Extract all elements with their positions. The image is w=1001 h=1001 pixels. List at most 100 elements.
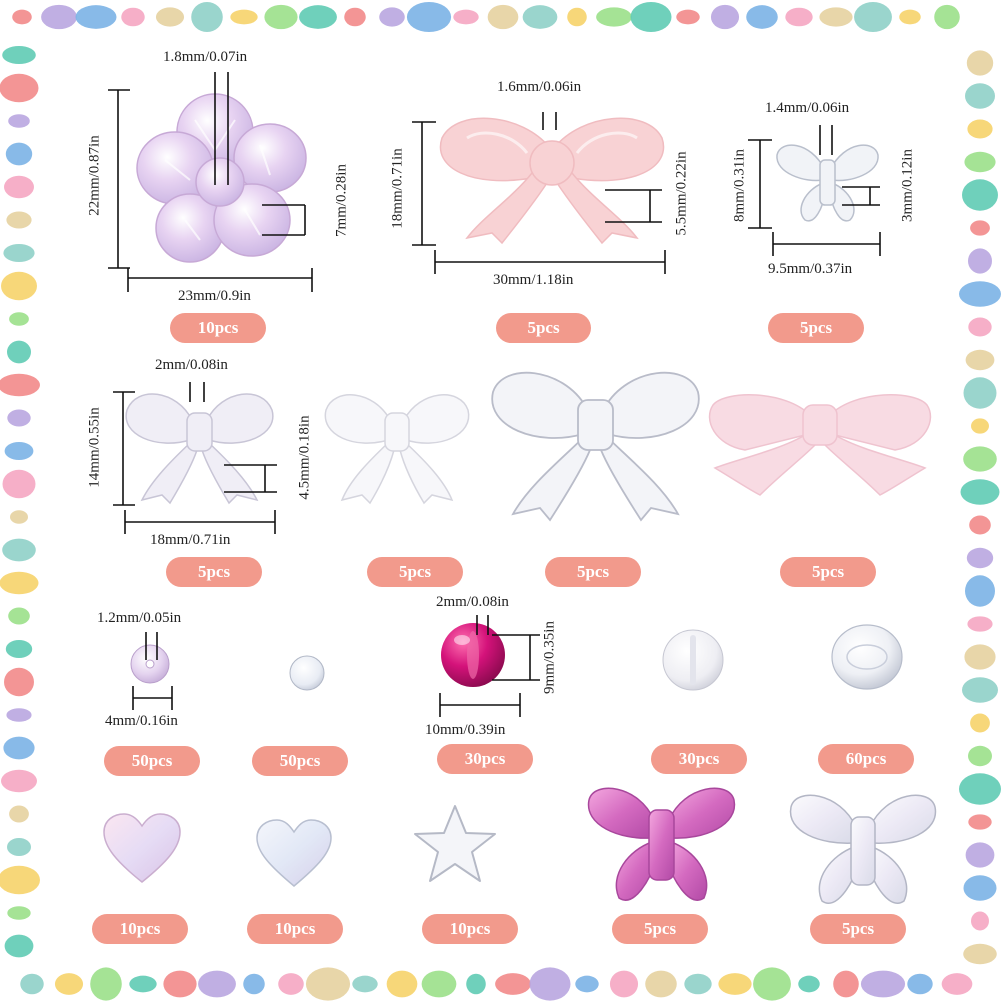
confetti-dot xyxy=(6,708,32,722)
magenta-round-bead-image xyxy=(441,623,505,687)
confetti-dot xyxy=(522,5,558,29)
confetti-dot xyxy=(7,906,31,920)
pink-butterfly-count-badge: 5pcs xyxy=(612,914,708,944)
confetti-dot xyxy=(0,571,39,595)
pink-butterfly-bead-image xyxy=(587,787,736,901)
confetti-dot xyxy=(963,943,997,965)
star-count-badge: 10pcs xyxy=(422,914,518,944)
pink-frosted-bow-count-badge: 5pcs xyxy=(780,557,876,587)
confetti-dot xyxy=(3,244,35,262)
confetti-dot xyxy=(41,4,77,30)
clear-bow-hole-dimension: 2mm/0.08in xyxy=(155,357,228,373)
pink-frosted-bow-bead-image xyxy=(708,394,932,496)
confetti-dot xyxy=(2,538,36,562)
confetti-dot xyxy=(90,967,122,1001)
flower-height-dimension: 22mm/0.87in xyxy=(86,135,103,216)
confetti-dot xyxy=(899,9,921,25)
confetti-dot xyxy=(963,377,997,409)
confetti-dot xyxy=(966,547,994,569)
magenta-bead-width-dimension: 10mm/0.39in xyxy=(425,722,506,738)
confetti-dot xyxy=(299,5,337,29)
pink-heart-count-badge: 10pcs xyxy=(92,914,188,944)
confetti-dot xyxy=(609,970,639,998)
confetti-dot xyxy=(934,4,960,30)
confetti-dot xyxy=(753,967,791,1001)
confetti-dot xyxy=(965,83,995,109)
white-bow-bead-image xyxy=(324,394,470,505)
confetti-dot xyxy=(718,973,752,995)
confetti-dot xyxy=(959,773,1001,805)
confetti-dot xyxy=(971,911,989,931)
confetti-dot xyxy=(964,151,996,173)
confetti-dot xyxy=(710,4,740,30)
flower-count-badge: 10pcs xyxy=(170,313,266,343)
confetti-dot xyxy=(8,607,30,625)
confetti-dot xyxy=(155,7,185,27)
confetti-dot xyxy=(1,271,37,301)
confetti-dot xyxy=(10,510,28,524)
white-bow-count-badge: 5pcs xyxy=(367,557,463,587)
magenta-bead-hole-dimension: 2mm/0.08in xyxy=(436,594,509,610)
confetti-dot xyxy=(466,973,486,995)
confetti-dot xyxy=(907,973,933,995)
confetti-dot xyxy=(567,7,587,27)
confetti-dot xyxy=(684,973,712,995)
confetti-dot xyxy=(352,975,378,993)
confetti-dot xyxy=(54,973,84,995)
confetti-dot xyxy=(645,970,677,998)
confetti-dot xyxy=(963,446,997,472)
small-round-clear-bead-image xyxy=(289,655,325,691)
small-butterfly-hole-dimension: 1.4mm/0.06in xyxy=(765,100,850,116)
confetti-dot xyxy=(243,973,265,995)
pink-heart-bead-image xyxy=(103,813,181,883)
confetti-dot xyxy=(305,967,351,1001)
confetti-dot xyxy=(962,677,998,703)
confetti-dot xyxy=(970,220,990,236)
confetti-dot xyxy=(967,616,993,632)
confetti-dot xyxy=(4,667,34,697)
confetti-dot xyxy=(860,970,906,998)
confetti-dot xyxy=(833,970,859,998)
confetti-dot xyxy=(968,248,992,274)
large-clear-bow-count-badge: 5pcs xyxy=(545,557,641,587)
ab-butterfly-count-badge: 5pcs xyxy=(810,914,906,944)
clear-rondelle-bead-image xyxy=(831,624,903,690)
clear-bow-bead-image xyxy=(125,393,274,505)
confetti-dot xyxy=(4,442,34,460)
confetti-dot xyxy=(129,975,157,993)
confetti-dot xyxy=(959,281,1001,307)
pink-bow-ribbon-dimension: 5.5mm/0.22in xyxy=(673,151,690,236)
confetti-dot xyxy=(854,2,892,32)
confetti-dot xyxy=(4,175,34,199)
confetti-dot xyxy=(2,46,36,64)
confetti-dot xyxy=(630,2,672,32)
star-bead-image xyxy=(414,805,496,882)
confetti-dot xyxy=(344,7,366,27)
confetti-dot xyxy=(4,934,34,958)
clear-heart-count-badge: 10pcs xyxy=(247,914,343,944)
small-round-ab-count-badge: 50pcs xyxy=(104,746,200,776)
frosted-round-bead-image xyxy=(662,629,724,691)
clear-bow-width-dimension: 18mm/0.71in xyxy=(150,532,231,548)
pink-bow-count-badge: 5pcs xyxy=(496,313,591,343)
confetti-dot xyxy=(971,418,989,434)
confetti-dot xyxy=(12,9,32,25)
confetti-dot xyxy=(7,409,31,427)
confetti-dot xyxy=(596,7,632,27)
confetti-dot xyxy=(965,842,995,868)
confetti-dot xyxy=(965,575,995,607)
flower-width-dimension: 23mm/0.9in xyxy=(178,288,251,304)
confetti-dot xyxy=(529,967,571,1001)
confetti-dot xyxy=(7,340,31,364)
confetti-dot xyxy=(421,970,457,998)
ab-butterfly-bead-image xyxy=(789,794,937,904)
confetti-dot xyxy=(785,7,813,27)
confetti-dot xyxy=(967,119,993,139)
confetti-dot xyxy=(965,349,995,371)
small-round-clear-count-badge: 50pcs xyxy=(252,746,348,776)
confetti-dot xyxy=(676,9,700,25)
small-butterfly-bead-image xyxy=(776,144,879,222)
confetti-dot xyxy=(198,970,236,998)
